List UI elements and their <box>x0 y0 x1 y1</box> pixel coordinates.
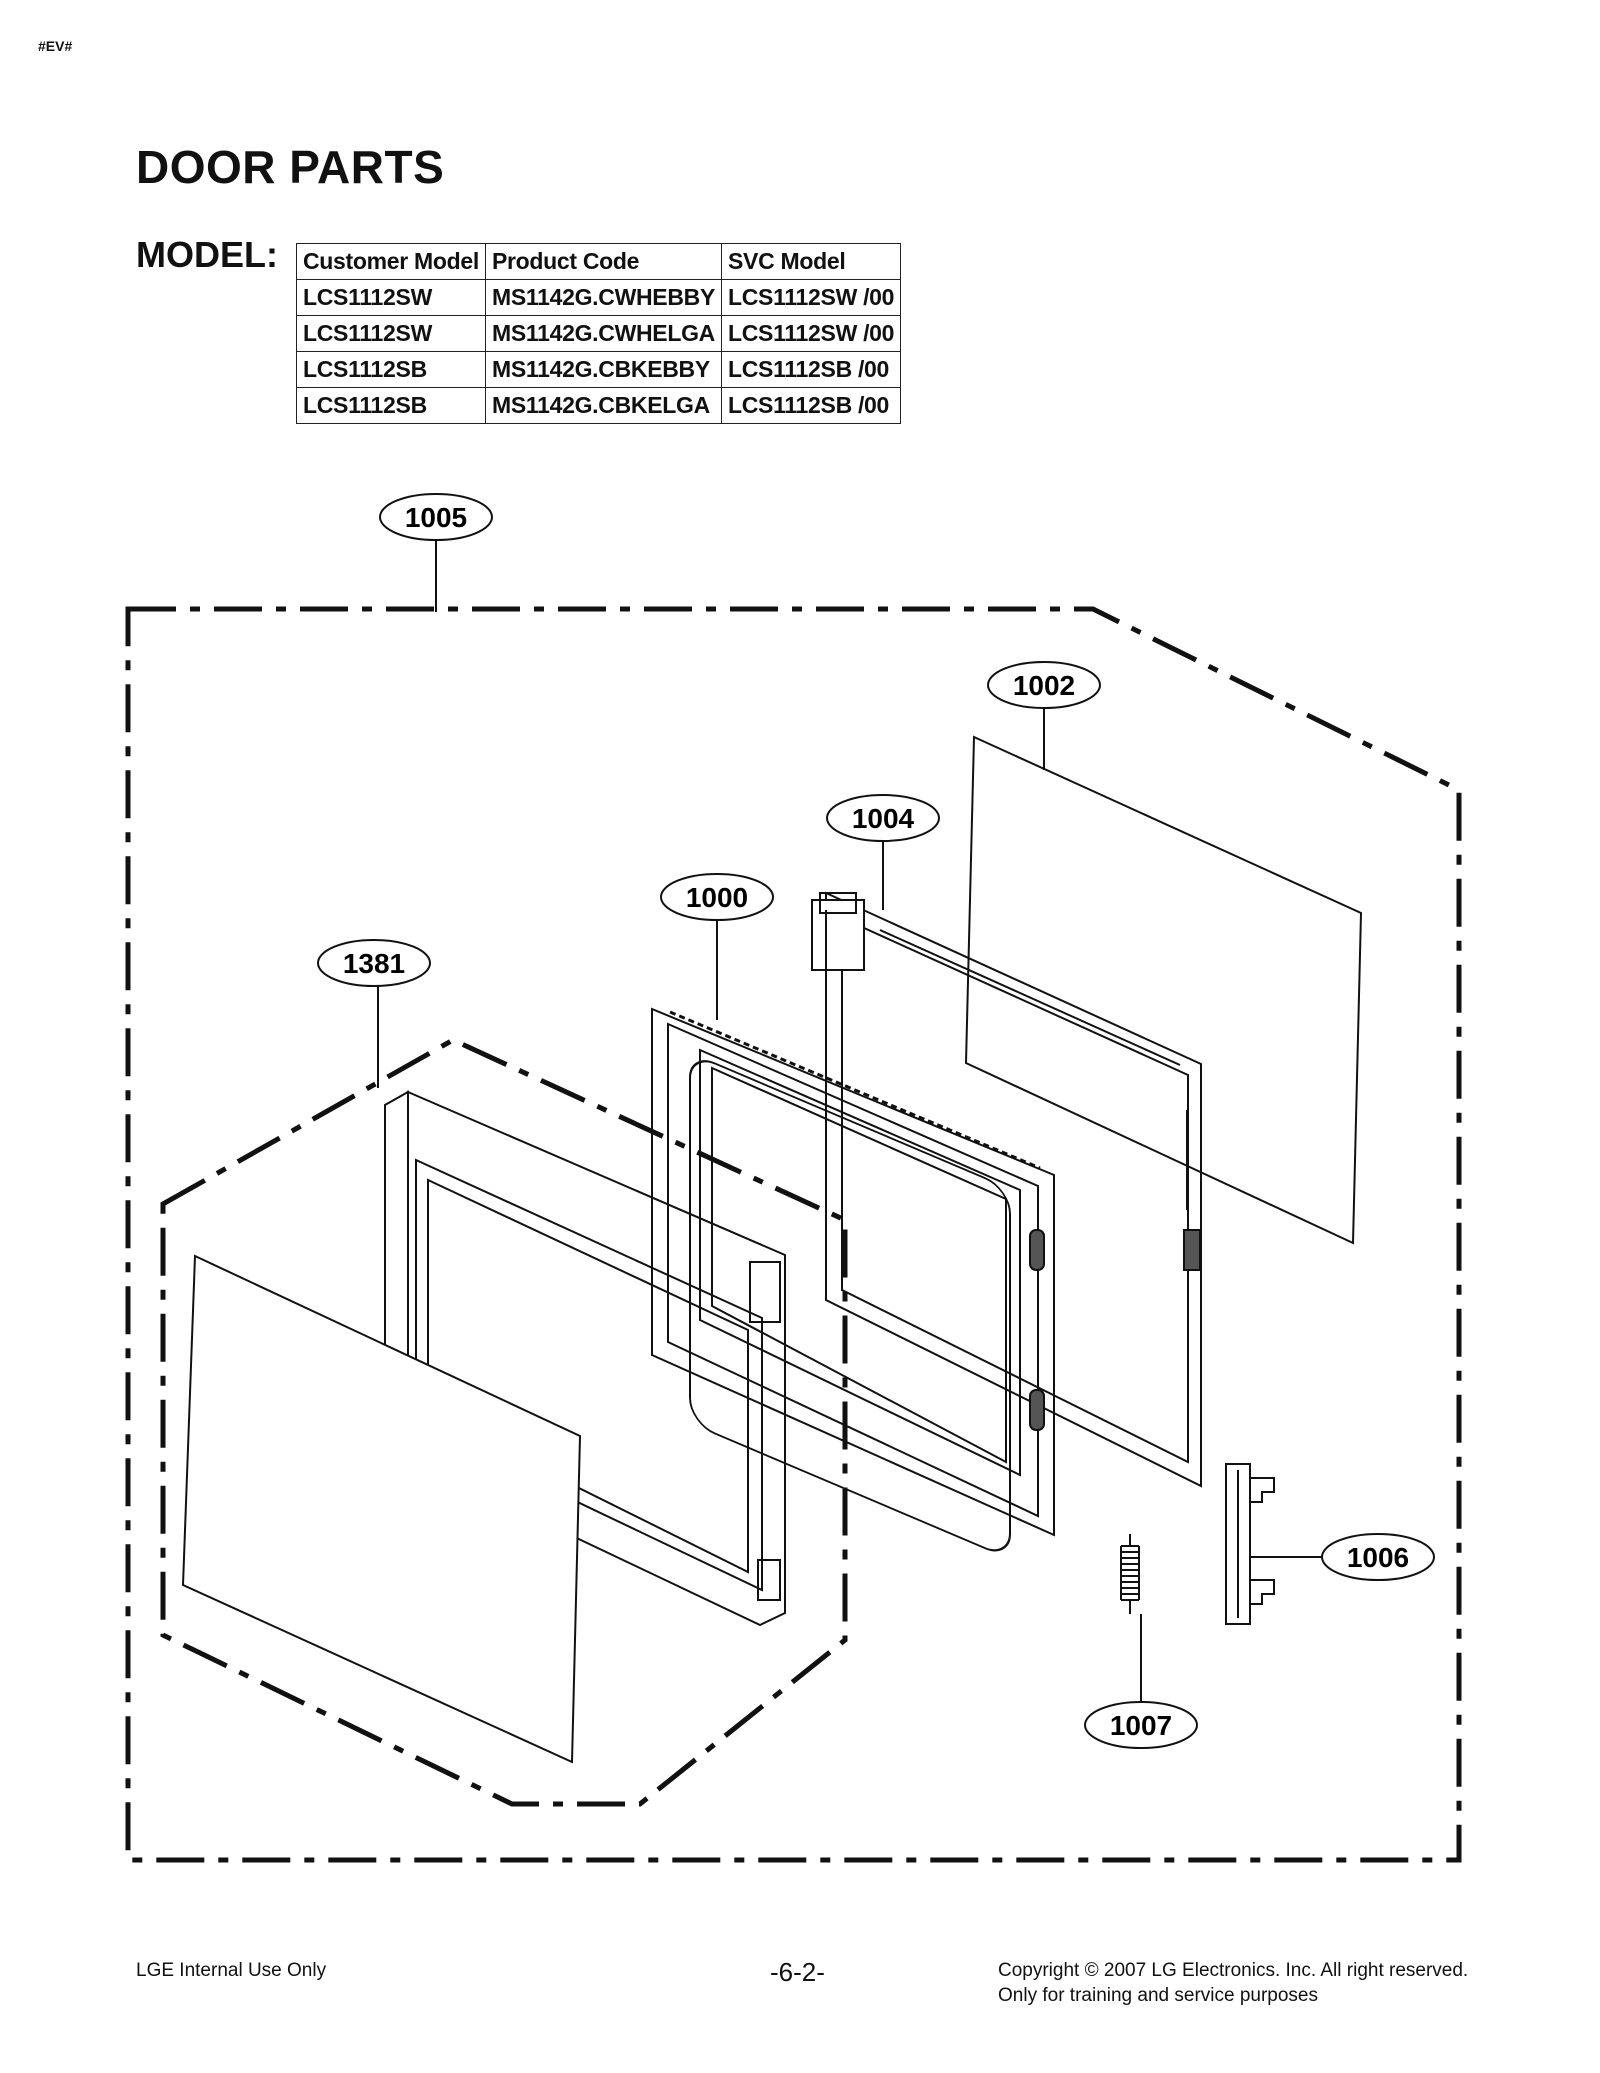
part-spring-1007 <box>1120 1534 1140 1614</box>
header-customer-model: Customer Model <box>296 243 486 280</box>
model-table: Customer Model Product Code SVC Model LC… <box>296 243 902 424</box>
model-label: MODEL: <box>136 234 278 275</box>
cell-customer-model: LCS1112SB <box>296 387 486 424</box>
table-row: LCS1112SB MS1142G.CBKELGA LCS1112SB /00 <box>296 387 902 424</box>
header-svc-model: SVC Model <box>720 243 902 280</box>
part-inner-door-1000 <box>651 1007 1055 1552</box>
callout-1002: 1002 <box>987 661 1101 709</box>
callout-label: 1002 <box>1013 670 1075 701</box>
callout-label: 1006 <box>1347 1542 1409 1573</box>
callout-1000: 1000 <box>660 873 774 921</box>
part-door-frame-1004 <box>811 891 1202 1488</box>
callout-label: 1005 <box>405 502 467 533</box>
cell-product-code: MS1142G.CWHELGA <box>484 315 723 352</box>
callout-1006: 1006 <box>1321 1533 1435 1581</box>
assembly-boundary-1005 <box>125 606 1462 1863</box>
callout-label: 1381 <box>343 948 405 979</box>
footer-internal-use: LGE Internal Use Only <box>136 1960 327 1981</box>
callout-label: 1007 <box>1110 1710 1172 1741</box>
cell-product-code: MS1142G.CBKEBBY <box>484 351 723 388</box>
copyright-text: Copyright © 2007 LG Electronics. Inc. Al… <box>998 1960 1469 1981</box>
callout-label: 1000 <box>686 882 748 913</box>
part-front-glass <box>181 1254 582 1764</box>
header-product-code: Product Code <box>484 243 723 280</box>
callout-1381: 1381 <box>317 939 431 987</box>
part-glass-panel-1002 <box>964 735 1363 1245</box>
callout-1004: 1004 <box>826 794 940 842</box>
page-number: -6-2- <box>770 1957 825 1987</box>
footer-copyright-block: Copyright © 2007 LG Electronics. Inc. Al… <box>998 1958 1468 2008</box>
cell-svc-model: LCS1112SW /00 <box>720 315 902 352</box>
sub-assembly-boundary-1381 <box>160 1037 848 1807</box>
callout-label: 1004 <box>852 803 915 834</box>
part-latch-1006 <box>1225 1463 1275 1625</box>
usage-note: Only for training and service purposes <box>998 1985 1318 2006</box>
table-header-row: Customer Model Product Code SVC Model <box>296 243 902 280</box>
cell-product-code: MS1142G.CBKELGA <box>484 387 723 424</box>
leader-lines <box>377 538 1322 1705</box>
document-tag: #EV# <box>38 38 73 54</box>
cell-svc-model: LCS1112SB /00 <box>720 387 902 424</box>
callout-1007: 1007 <box>1084 1701 1198 1749</box>
cell-svc-model: LCS1112SB /00 <box>720 351 902 388</box>
table-row: LCS1112SW MS1142G.CWHELGA LCS1112SW /00 <box>296 315 902 352</box>
page-title: DOOR PARTS <box>136 141 445 193</box>
cell-customer-model: LCS1112SW <box>296 315 486 352</box>
cell-svc-model: LCS1112SW /00 <box>720 279 902 316</box>
callout-1005: 1005 <box>379 493 493 541</box>
